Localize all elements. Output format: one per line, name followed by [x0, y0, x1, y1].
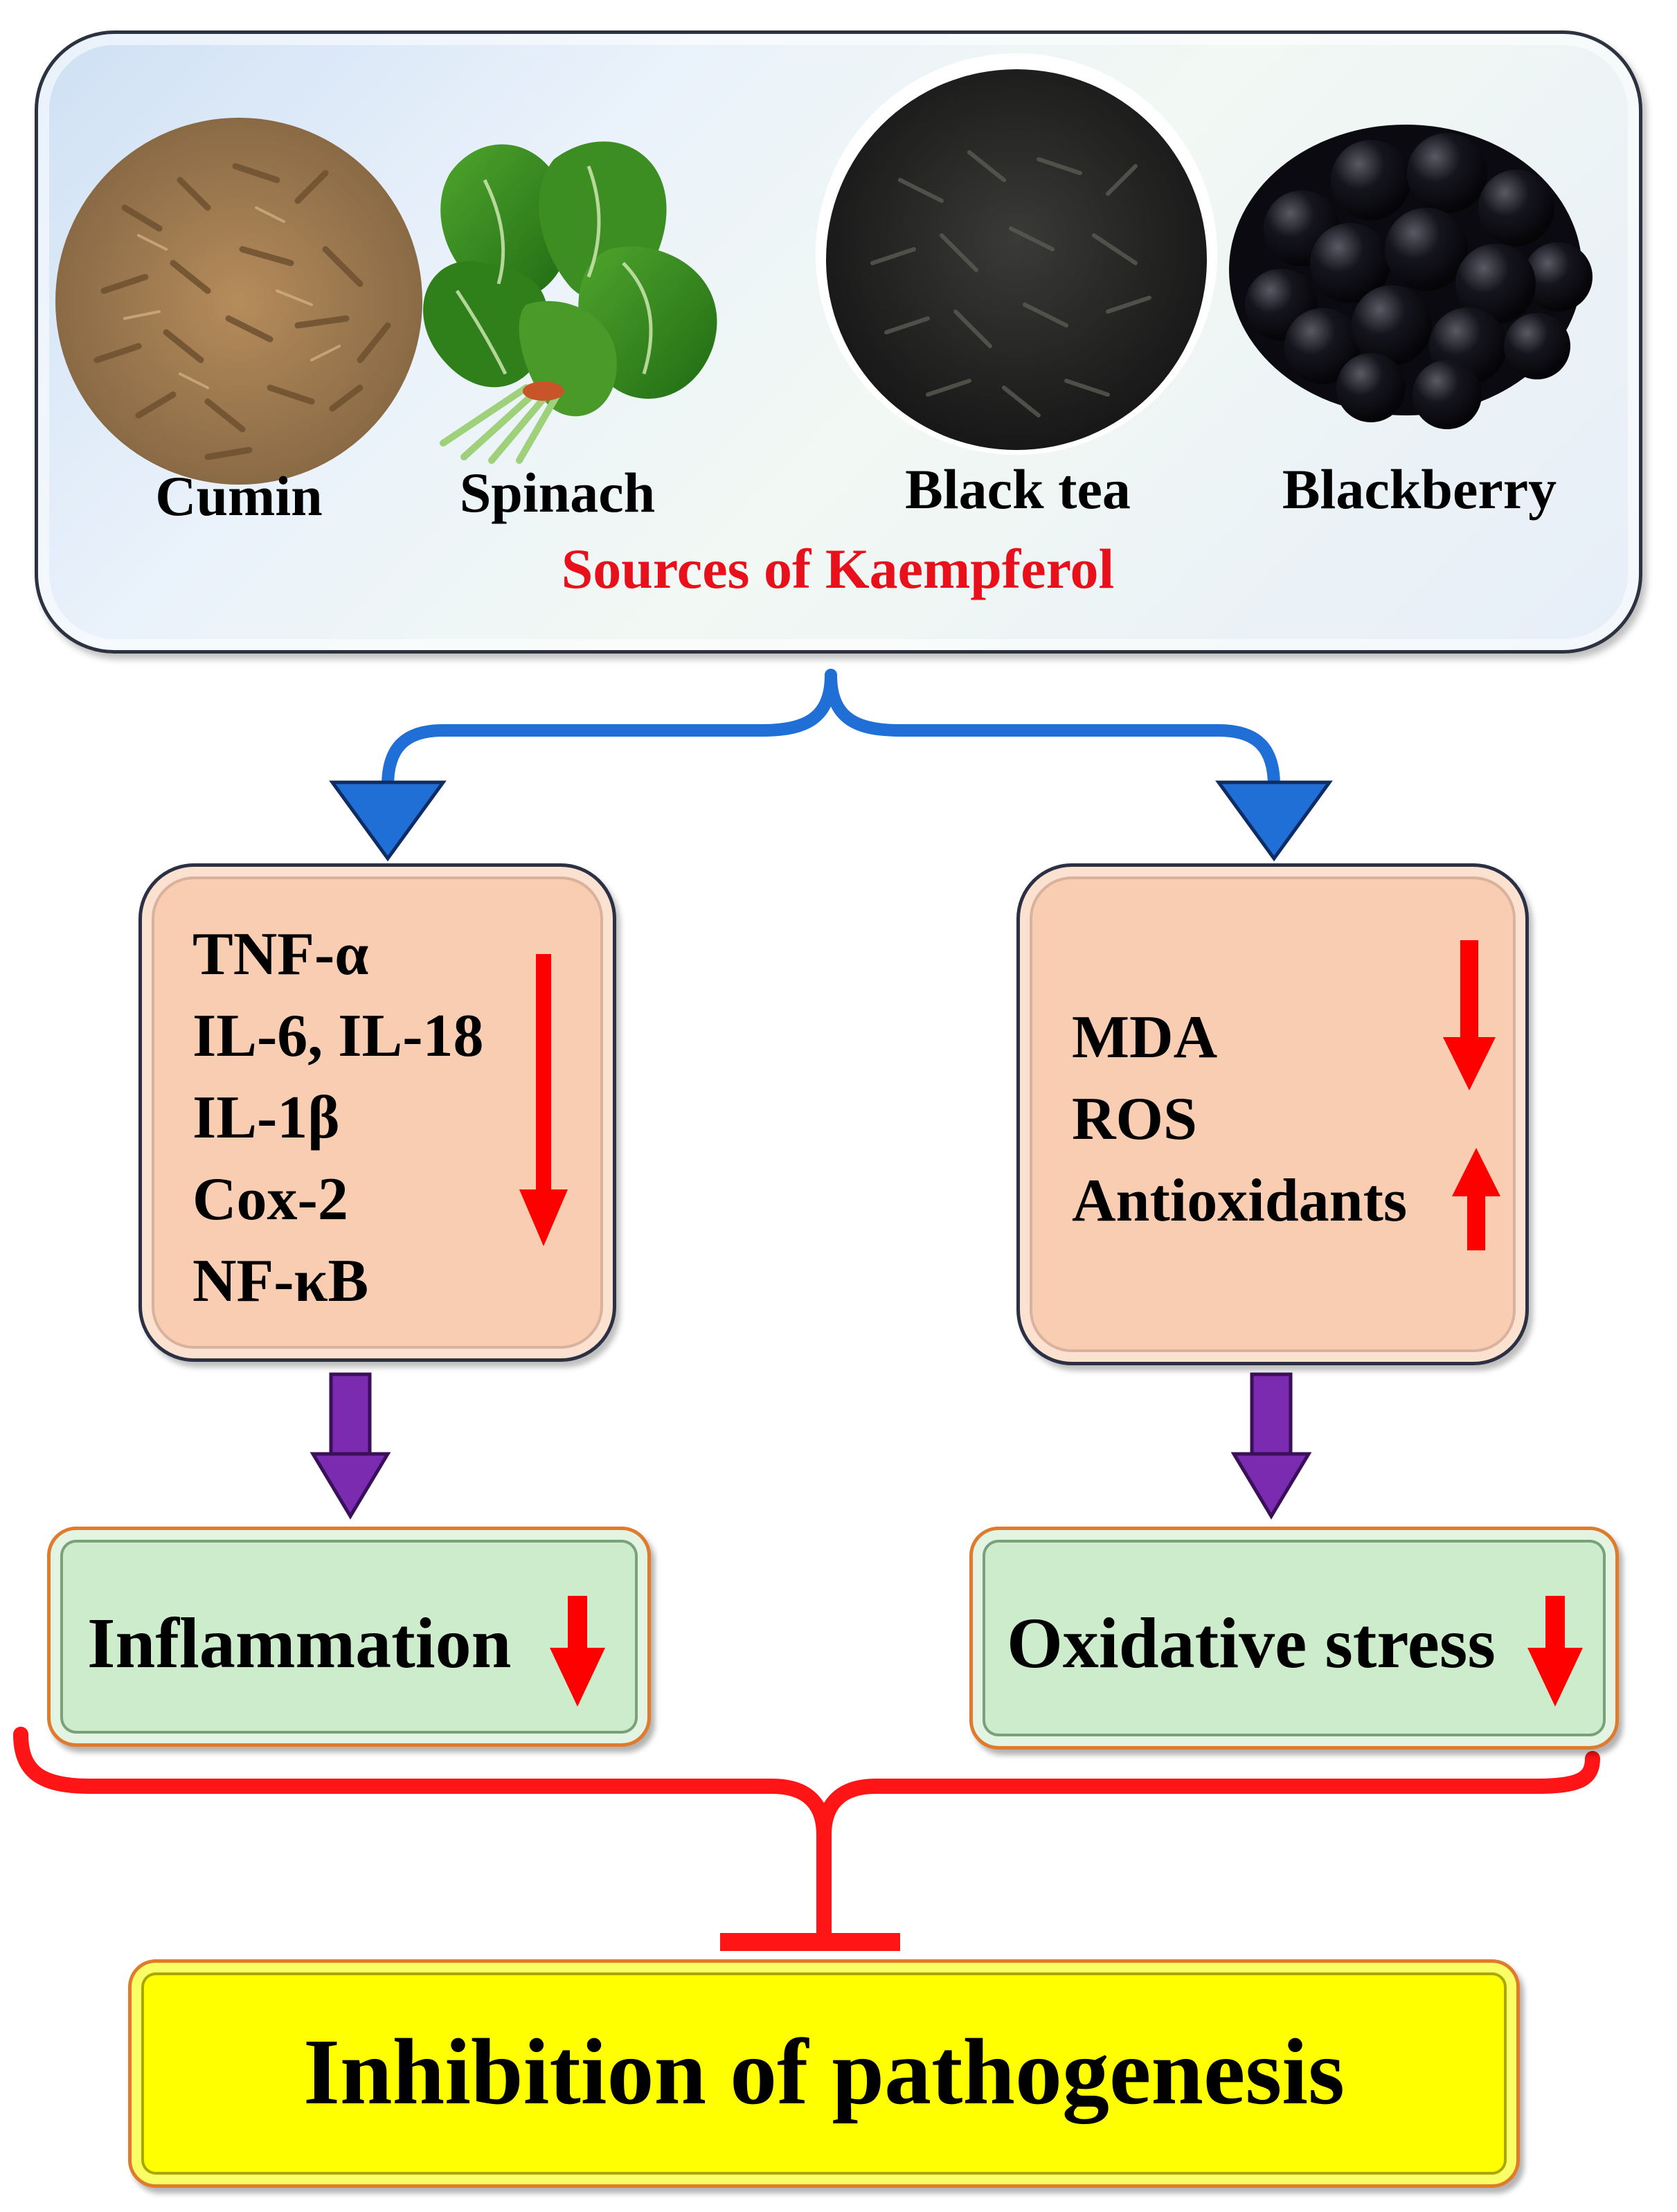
blue-arrow-right [1215, 780, 1333, 862]
spinach-image [423, 141, 717, 464]
antioxidants-increase-arrow [1452, 1148, 1500, 1250]
marker-ros: ROS [1072, 1086, 1197, 1153]
oxidative-stress-decrease-arrow [1527, 1596, 1583, 1707]
blue-arrow-left [329, 780, 447, 862]
marker-nf-kappa-b: NF-κB [192, 1248, 369, 1315]
mda-ros-decrease-arrow [1443, 940, 1496, 1090]
inflammatory-decrease-arrow [519, 954, 568, 1246]
inflammation-decrease-arrow [550, 1596, 605, 1707]
oxidative-markers-box [1016, 863, 1529, 1365]
food-label-cumin: Cumin [155, 465, 323, 528]
cumin-image [55, 118, 422, 485]
marker-il6-il18: IL-6, IL-18 [192, 1002, 484, 1070]
oxidative-stress-outcome-box [969, 1527, 1619, 1750]
marker-mda: MDA [1072, 1004, 1218, 1071]
sources-title: Sources of Kaempferol [561, 537, 1115, 600]
blue-brace-connector [382, 669, 1280, 792]
blackberry-image [1229, 125, 1593, 429]
inflammation-label: Inflammation [87, 1603, 512, 1683]
final-outcome-label: Inhibition of pathogenesis [303, 2020, 1345, 2124]
black-tea-image [816, 53, 1217, 455]
final-outcome-box [128, 1959, 1520, 2188]
marker-il1-beta: IL-1β [192, 1084, 340, 1151]
oxidative-stress-label: Oxidative stress [1007, 1603, 1496, 1683]
inflammation-outcome-box [47, 1527, 651, 1747]
red-inhibition-connector [13, 1727, 1600, 1951]
marker-antioxidants: Antioxidants [1072, 1167, 1408, 1234]
food-label-black-tea: Black tea [905, 458, 1131, 521]
purple-arrow-right [1230, 1372, 1312, 1520]
purple-arrow-left [310, 1372, 391, 1520]
food-label-spinach: Spinach [459, 461, 656, 524]
marker-tnf-alpha: TNF-α [192, 921, 369, 988]
marker-cox2: Cox-2 [192, 1166, 348, 1233]
food-label-blackberry: Blackberry [1282, 458, 1557, 521]
